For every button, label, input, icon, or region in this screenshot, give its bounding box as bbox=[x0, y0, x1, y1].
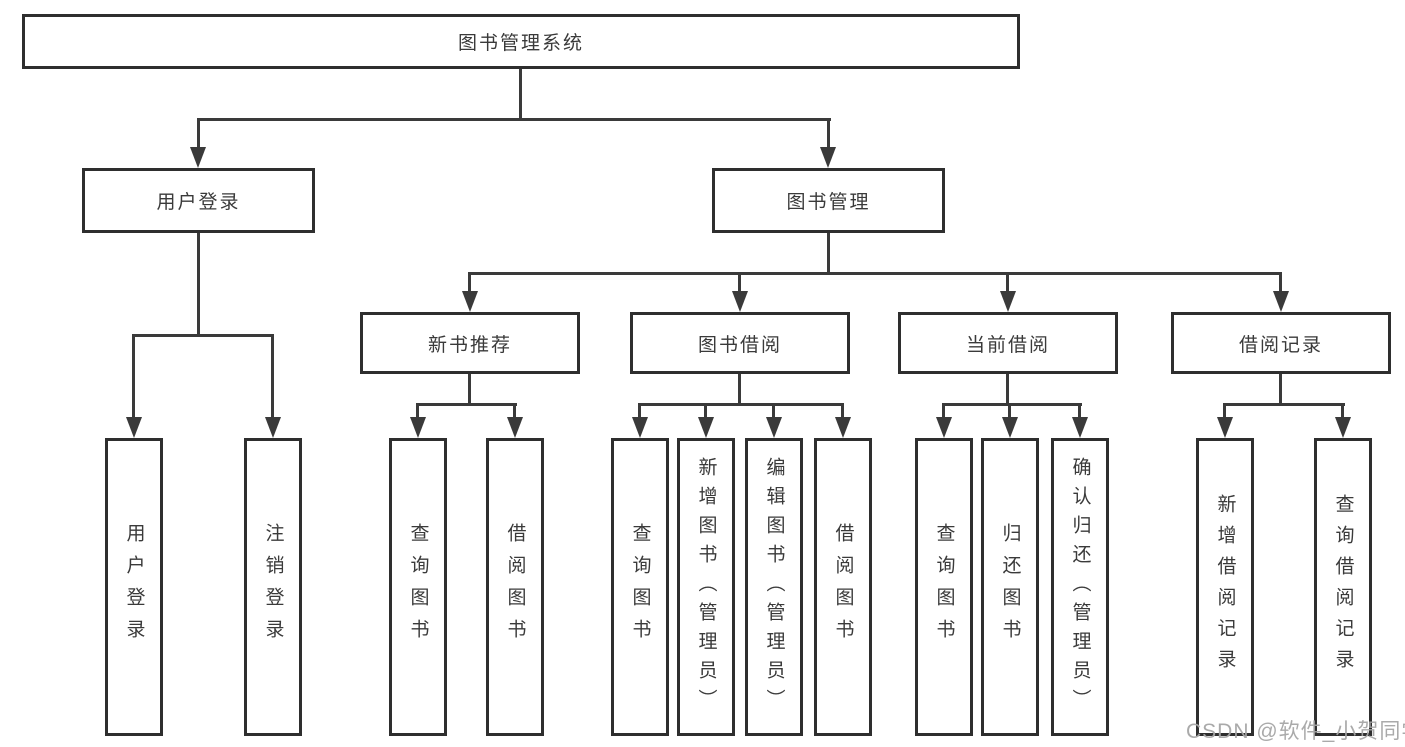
connector-stem-g4-3 bbox=[1078, 403, 1081, 421]
connector-stem-g2-2 bbox=[513, 403, 516, 421]
leaf-add-book-admin: 新增图书（管理员） bbox=[677, 438, 735, 736]
arrow-to-leaf-borrow-books-1 bbox=[507, 417, 523, 438]
leaf-label: 新增借阅记录 bbox=[1214, 494, 1236, 680]
connector-stem-new-book bbox=[468, 272, 471, 295]
leaf-label: 查询借阅记录 bbox=[1332, 494, 1354, 680]
node-label: 用户登录 bbox=[156, 192, 241, 213]
arrow-to-leaf-query-books-2 bbox=[632, 417, 648, 438]
leaf-label: 归还图书 bbox=[999, 523, 1021, 651]
leaf-label: 查询图书 bbox=[933, 523, 955, 651]
leaf-return-books: 归还图书 bbox=[981, 438, 1039, 736]
watermark-csdn: CSDN @软件_小贺同学 bbox=[1186, 720, 1405, 743]
node-borrowing-records: 借阅记录 bbox=[1171, 312, 1391, 374]
arrow-to-leaf-borrow-books-2 bbox=[835, 417, 851, 438]
connector-stem-g4-1 bbox=[942, 403, 945, 421]
connector-stem-g5-2 bbox=[1341, 403, 1344, 421]
leaf-query-books-2: 查询图书 bbox=[611, 438, 669, 736]
connector-book-borrow-down bbox=[738, 374, 741, 403]
arrow-to-leaf-add-borrow-record bbox=[1217, 417, 1233, 438]
connector-book-borrow-hline bbox=[638, 403, 844, 406]
node-book-borrowing: 图书借阅 bbox=[630, 312, 850, 374]
connector-stem-g3-1 bbox=[638, 403, 641, 421]
leaf-label: 借阅图书 bbox=[832, 523, 854, 651]
leaf-label: 查询图书 bbox=[629, 523, 651, 651]
node-label: 当前借阅 bbox=[965, 334, 1050, 356]
leaf-query-books-3: 查询图书 bbox=[915, 438, 973, 736]
leaf-label: 借阅图书 bbox=[504, 523, 526, 651]
arrow-to-current-borrowing bbox=[1000, 291, 1016, 312]
connector-level3-hline bbox=[468, 272, 1282, 275]
leaf-borrow-books-1: 借阅图书 bbox=[486, 438, 544, 736]
node-label: 新书推荐 bbox=[427, 334, 512, 356]
connector-book-management-stem bbox=[827, 118, 830, 151]
leaf-label: 注销登录 bbox=[262, 523, 284, 651]
connector-stem-g3-3 bbox=[772, 403, 775, 421]
arrow-to-leaf-edit-book-admin bbox=[766, 417, 782, 438]
connector-stem-g3-2 bbox=[704, 403, 707, 421]
node-label: 借阅记录 bbox=[1238, 334, 1323, 356]
node-label: 图书借阅 bbox=[697, 334, 782, 356]
leaf-logout: 注销登录 bbox=[244, 438, 302, 736]
arrow-to-leaf-query-books-1 bbox=[410, 417, 426, 438]
connector-stem-leaf-user-login bbox=[132, 334, 135, 421]
arrow-to-user-login bbox=[190, 147, 206, 168]
node-library-management-system: 图书管理系统 bbox=[22, 14, 1020, 69]
connector-new-book-down bbox=[468, 374, 471, 403]
connector-stem-g2-1 bbox=[416, 403, 419, 421]
leaf-query-borrow-record: 查询借阅记录 bbox=[1314, 438, 1372, 736]
connector-user-login-hline bbox=[132, 334, 274, 337]
connector-root-stem bbox=[519, 69, 522, 118]
connector-stem-current-borrow bbox=[1006, 272, 1009, 295]
connector-book-management-down bbox=[827, 233, 830, 272]
connector-borrow-records-down bbox=[1279, 374, 1282, 403]
arrow-to-leaf-return-books bbox=[1002, 417, 1018, 438]
leaf-label: 用户登录 bbox=[123, 523, 145, 651]
arrow-to-book-borrowing bbox=[732, 291, 748, 312]
node-current-borrowing: 当前借阅 bbox=[898, 312, 1118, 374]
connector-stem-g5-1 bbox=[1223, 403, 1226, 421]
node-label: 图书管理系统 bbox=[457, 33, 584, 54]
arrow-to-leaf-logout bbox=[265, 417, 281, 438]
arrow-to-borrowing-records bbox=[1273, 291, 1289, 312]
leaf-add-borrow-record: 新增借阅记录 bbox=[1196, 438, 1254, 736]
arrow-to-leaf-user-login bbox=[126, 417, 142, 438]
leaf-label: 编辑图书（管理员） bbox=[763, 456, 785, 718]
arrow-to-book-management bbox=[820, 147, 836, 168]
leaf-label: 查询图书 bbox=[407, 523, 429, 651]
leaf-borrow-books-2: 借阅图书 bbox=[814, 438, 872, 736]
connector-current-borrow-hline bbox=[942, 403, 1082, 406]
arrow-to-new-book-recommendation bbox=[462, 291, 478, 312]
connector-stem-g3-4 bbox=[841, 403, 844, 421]
leaf-label: 新增图书（管理员） bbox=[695, 456, 717, 718]
connector-stem-book-borrow bbox=[738, 272, 741, 295]
node-new-book-recommendation: 新书推荐 bbox=[360, 312, 580, 374]
node-book-management: 图书管理 bbox=[712, 168, 945, 233]
leaf-label: 确认归还（管理员） bbox=[1069, 456, 1091, 718]
connector-stem-leaf-logout bbox=[271, 334, 274, 421]
leaf-user-login: 用户登录 bbox=[105, 438, 163, 736]
connector-level2-hline bbox=[197, 118, 831, 121]
connector-current-borrow-down bbox=[1006, 374, 1009, 403]
connector-stem-g4-2 bbox=[1008, 403, 1011, 421]
connector-new-book-hline bbox=[416, 403, 517, 406]
connector-user-login-down bbox=[197, 233, 200, 334]
node-label: 图书管理 bbox=[786, 192, 871, 213]
connector-user-login-stem bbox=[197, 118, 200, 151]
connector-stem-borrow-records bbox=[1279, 272, 1282, 295]
arrow-to-leaf-confirm-return-admin bbox=[1072, 417, 1088, 438]
leaf-confirm-return-admin: 确认归还（管理员） bbox=[1051, 438, 1109, 736]
leaf-query-books-1: 查询图书 bbox=[389, 438, 447, 736]
arrow-to-leaf-query-books-3 bbox=[936, 417, 952, 438]
arrow-to-leaf-add-book-admin bbox=[698, 417, 714, 438]
arrow-to-leaf-query-borrow-record bbox=[1335, 417, 1351, 438]
connector-borrow-records-hline bbox=[1223, 403, 1345, 406]
leaf-edit-book-admin: 编辑图书（管理员） bbox=[745, 438, 803, 736]
node-user-login: 用户登录 bbox=[82, 168, 315, 233]
